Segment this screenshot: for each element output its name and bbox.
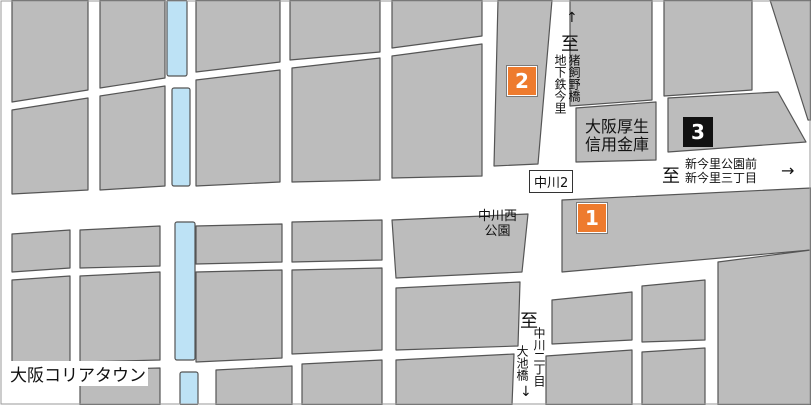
canal-segment bbox=[171, 87, 191, 187]
marker-3[interactable]: 3 bbox=[683, 117, 713, 147]
east-dest-line1: 新今里公園前 bbox=[685, 157, 758, 171]
marker-3-label: 3 bbox=[691, 120, 705, 144]
city-block bbox=[561, 187, 811, 273]
south-to-label: 至 bbox=[520, 311, 538, 332]
east-dest-line2: 新今里三丁目 bbox=[685, 170, 758, 185]
city-block bbox=[99, 85, 166, 191]
city-block bbox=[575, 101, 657, 163]
city-block bbox=[11, 229, 71, 273]
city-block bbox=[291, 219, 383, 263]
marker-2[interactable]: 2 bbox=[506, 65, 538, 97]
city-block bbox=[395, 281, 521, 351]
park-label-line2: 公園 bbox=[484, 223, 511, 239]
city-block bbox=[11, 97, 89, 195]
city-block bbox=[11, 275, 71, 365]
city-block bbox=[569, 0, 653, 107]
city-block bbox=[215, 365, 293, 405]
city-block bbox=[545, 349, 633, 405]
city-block bbox=[641, 347, 706, 405]
north-arrow-icon: ↑ bbox=[566, 10, 578, 26]
park-label: 中川西 公園 bbox=[478, 209, 518, 240]
city-block bbox=[289, 0, 381, 61]
city-block bbox=[99, 0, 166, 89]
city-block bbox=[551, 291, 633, 345]
city-block bbox=[769, 0, 811, 121]
marker-2-label: 2 bbox=[515, 69, 529, 93]
city-block bbox=[391, 213, 529, 279]
south-dest-col1: 中川二丁目 bbox=[532, 327, 546, 387]
east-dest: 新今里公園前 新今里三丁目 bbox=[685, 157, 758, 186]
east-arrow-icon: → bbox=[781, 161, 795, 180]
city-block bbox=[195, 223, 283, 265]
bank-label-line2: 信用金庫 bbox=[585, 135, 650, 155]
city-block bbox=[195, 69, 281, 187]
canal-segment bbox=[179, 371, 199, 405]
canal-segment bbox=[174, 221, 196, 361]
intersection-label: 中川2 bbox=[529, 170, 574, 193]
city-block bbox=[195, 269, 283, 363]
bank-label-line1: 大阪厚生 bbox=[585, 117, 650, 136]
city-block bbox=[391, 43, 483, 179]
city-block bbox=[79, 225, 161, 269]
city-block bbox=[195, 0, 281, 73]
city-block bbox=[717, 249, 811, 405]
city-block bbox=[11, 0, 89, 103]
south-dest-col2: 大池橋 bbox=[515, 345, 529, 381]
park-label-line1: 中川西 bbox=[478, 209, 518, 224]
map-title: 大阪コリアタウン bbox=[8, 361, 148, 386]
city-block bbox=[641, 279, 706, 343]
north-dest-col1: 地下鉄今里 bbox=[553, 54, 567, 114]
east-to-label: 至 bbox=[662, 166, 680, 187]
city-block bbox=[301, 359, 383, 405]
marker-1[interactable]: 1 bbox=[576, 202, 608, 234]
city-block bbox=[291, 267, 383, 355]
city-block bbox=[291, 57, 381, 183]
south-arrow-icon: ↓ bbox=[520, 384, 532, 400]
city-block bbox=[663, 0, 753, 97]
city-block bbox=[395, 353, 515, 405]
marker-1-label: 1 bbox=[585, 206, 599, 230]
canal-segment bbox=[166, 0, 188, 77]
city-block bbox=[79, 271, 161, 363]
north-to-label: 至 bbox=[561, 34, 579, 55]
north-dest-col2: 猪飼野橋 bbox=[567, 54, 581, 102]
bank-label: 大阪厚生 信用金庫 bbox=[585, 117, 650, 155]
city-block bbox=[391, 0, 483, 49]
